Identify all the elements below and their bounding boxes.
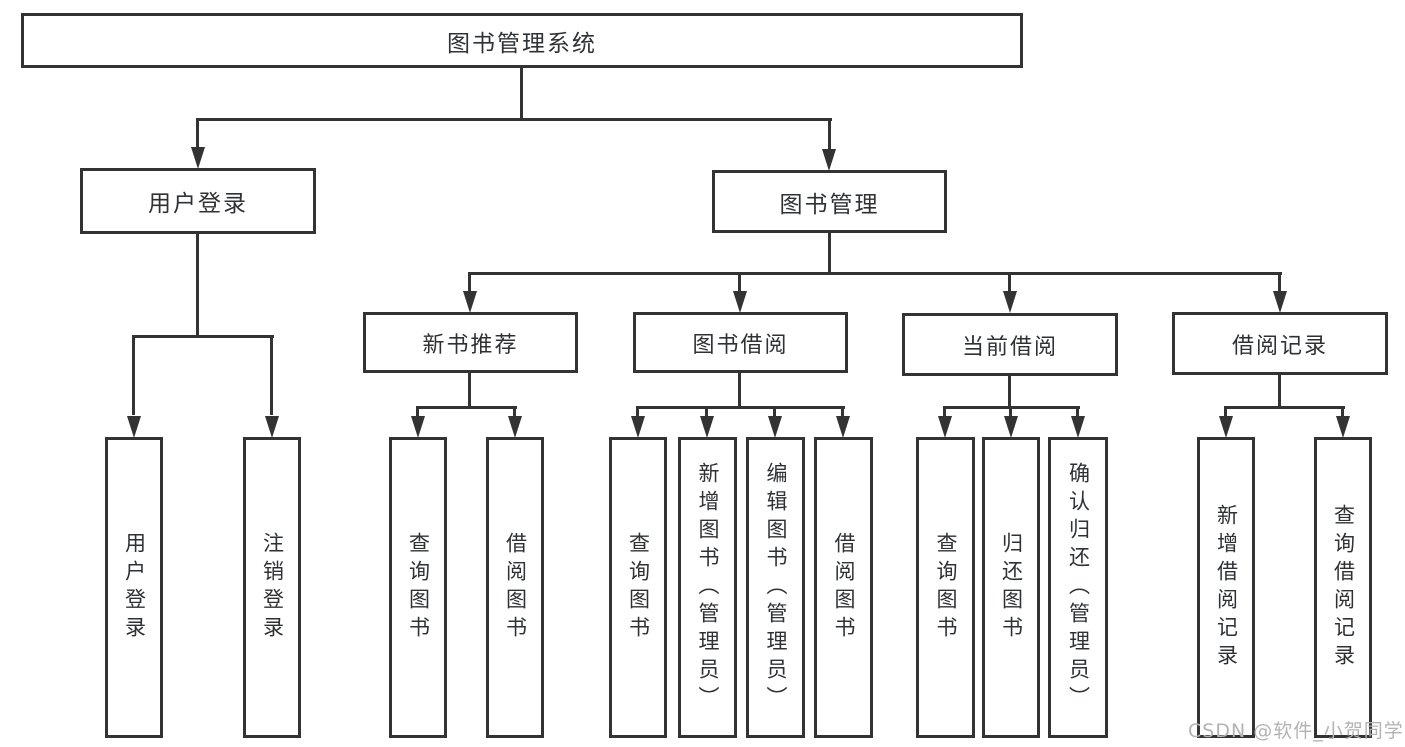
connector-line [828,118,831,152]
node-label: 图书管理系统 [447,30,597,57]
connector-line [196,118,832,121]
arrow-down-icon [1071,416,1085,438]
connector-line [1076,406,1079,418]
connector-line [773,406,776,418]
node-label: 图书管理 [779,191,880,218]
node-label: 用户登录 [148,191,248,217]
node-label: 图书借阅 [692,332,789,358]
node-book-borrowing: 图书借阅 [633,312,848,373]
leaf-label: 编辑图书（管理员） [764,461,788,714]
arrow-down-icon [768,416,782,438]
leaf-query-books-3: 查询图书 [916,437,975,738]
node-system-root: 图书管理系统 [21,13,1023,68]
arrow-down-icon [1336,416,1350,438]
arrow-down-icon [411,416,425,438]
arrow-down-icon [1004,416,1018,438]
node-user-login: 用户登录 [80,168,316,234]
leaf-label: 查询借阅记录 [1331,503,1356,672]
node-current-borrowing: 当前借阅 [902,313,1118,376]
connector-line [196,232,199,336]
arrow-down-icon [1003,291,1017,313]
leaf-logout: 注销登录 [243,437,301,738]
leaf-borrow-books-1: 借阅图书 [486,437,544,738]
leaf-add-borrow-record: 新增借阅记录 [1197,437,1255,738]
connector-line [636,406,639,418]
watermark: CSDN @软件_小贺同学 [1188,720,1404,742]
leaf-label: 借阅图书 [503,531,528,644]
connector-line [1009,406,1012,418]
arrow-down-icon [508,416,522,438]
connector-line [1278,373,1281,409]
connector-line [270,335,273,415]
node-label: 当前借阅 [961,334,1058,360]
arrow-down-icon [1219,416,1233,438]
connector-line [132,335,274,338]
leaf-label: 查询图书 [934,531,958,644]
node-new-book-recommend: 新书推荐 [363,312,578,373]
leaf-user-login: 用户登录 [105,437,163,738]
connector-line [1278,272,1281,292]
leaf-label: 新增借阅记录 [1214,503,1239,672]
arrow-down-icon [700,416,714,438]
connector-line [841,406,844,418]
connector-line [132,335,135,415]
arrow-down-icon [631,416,645,438]
leaf-return-book: 归还图书 [982,437,1040,738]
connector-line [828,231,831,275]
connector-line [738,272,741,292]
arrow-down-icon [463,291,477,313]
connector-line [1341,406,1344,418]
leaf-label: 归还图书 [999,531,1024,644]
connector-line [416,406,419,418]
leaf-borrow-books-2: 借阅图书 [814,437,873,738]
arrow-down-icon [733,291,747,313]
leaf-edit-book-admin: 编辑图书（管理员） [746,437,805,738]
leaf-label: 用户登录 [122,531,147,644]
connector-line [196,118,199,150]
connector-line [416,406,517,409]
leaf-query-books-2: 查询图书 [609,437,667,738]
connector-line [469,272,1282,275]
connector-line [636,406,845,409]
leaf-query-books-1: 查询图书 [389,437,447,738]
connector-line [738,371,741,409]
connector-line [513,406,516,418]
node-book-management: 图书管理 [712,170,947,233]
arrow-down-icon [822,149,836,171]
node-borrowing-records: 借阅记录 [1172,312,1388,375]
leaf-label: 借阅图书 [832,531,856,644]
connector-line [1008,272,1011,292]
connector-line [520,66,523,121]
leaf-add-book-admin: 新增图书（管理员） [678,437,737,738]
connector-line [468,371,471,409]
connector-line [1224,406,1345,409]
arrow-down-icon [191,147,205,169]
arrow-down-icon [1273,291,1287,313]
node-label: 借阅记录 [1231,333,1328,359]
connector-line [1008,374,1011,409]
arrow-down-icon [265,416,279,438]
arrow-down-icon [938,416,952,438]
connector-line [1224,406,1227,418]
connector-line [705,406,708,418]
leaf-confirm-return-admin: 确认归还（管理员） [1048,437,1108,738]
arrow-down-icon [127,416,141,438]
connector-line [943,406,946,418]
connector-line [468,272,471,292]
connector-line [944,406,1080,409]
leaf-label: 确认归还（管理员） [1066,461,1091,714]
arrow-down-icon [836,416,850,438]
node-label: 新书推荐 [422,332,519,358]
leaf-label: 注销登录 [260,531,285,644]
leaf-query-borrow-record: 查询借阅记录 [1314,437,1372,738]
leaf-label: 查询图书 [406,531,431,644]
leaf-label: 查询图书 [626,531,651,644]
leaf-label: 新增图书（管理员） [696,461,720,714]
